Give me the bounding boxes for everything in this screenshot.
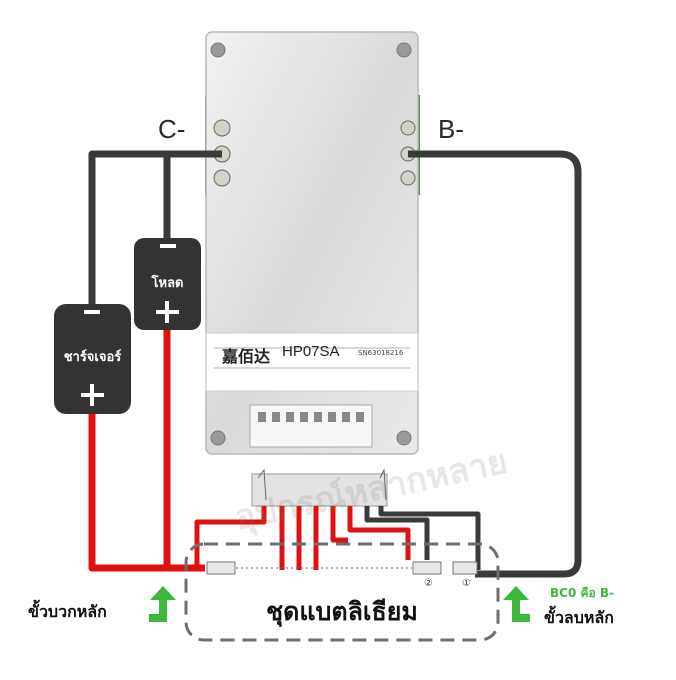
- connector-pins: [258, 412, 364, 422]
- screw-top-right: [396, 42, 412, 58]
- c-minus-label: C-: [158, 114, 186, 144]
- board-label-sticker: [205, 332, 419, 392]
- board-serial: SN63018216: [358, 349, 404, 357]
- bc0-note: BC0 คือ B-: [550, 586, 615, 600]
- cell-marker-2: ②: [424, 578, 433, 589]
- charger-box: [54, 304, 131, 414]
- load-plus-sign: [156, 301, 179, 323]
- negative-arrow-icon: [503, 586, 530, 622]
- cell-last: [452, 561, 478, 575]
- battery-pack-label: ชุดแบตลิเธียม: [266, 597, 418, 626]
- b-minus-label: B-: [438, 114, 464, 144]
- screw-bottom-right: [396, 430, 412, 446]
- cell-first: [206, 561, 236, 575]
- screw-bottom-left: [210, 430, 226, 446]
- charger-plus-sign: [81, 384, 104, 406]
- main-positive-label: ขั้วบวกหลัก: [28, 602, 107, 621]
- pad-c-top: [213, 119, 231, 137]
- balance-connector: [249, 404, 373, 448]
- balance-wires: [194, 506, 481, 570]
- battery-pack-outline: [184, 542, 500, 642]
- charger-label: ชาร์จเจอร์: [63, 350, 122, 365]
- screw-top-left: [210, 42, 226, 58]
- red-main-wires: [88, 330, 205, 572]
- load-box: [134, 238, 201, 330]
- main-negative-label: ขั้วลบหลัก: [544, 608, 614, 627]
- pad-b-top: [400, 120, 416, 136]
- positive-arrow-icon: [149, 586, 176, 622]
- black-main-wires: [88, 150, 582, 578]
- cell-second: [412, 561, 442, 575]
- load-label: โหลด: [151, 276, 184, 291]
- board-brand: 嘉佰达: [222, 347, 271, 366]
- balance-plug: [251, 473, 388, 507]
- pad-c-bottom: [213, 169, 231, 187]
- cell-marker-1: ①: [462, 578, 471, 589]
- board-model: HP07SA: [282, 343, 340, 360]
- pad-b-bottom: [400, 170, 416, 186]
